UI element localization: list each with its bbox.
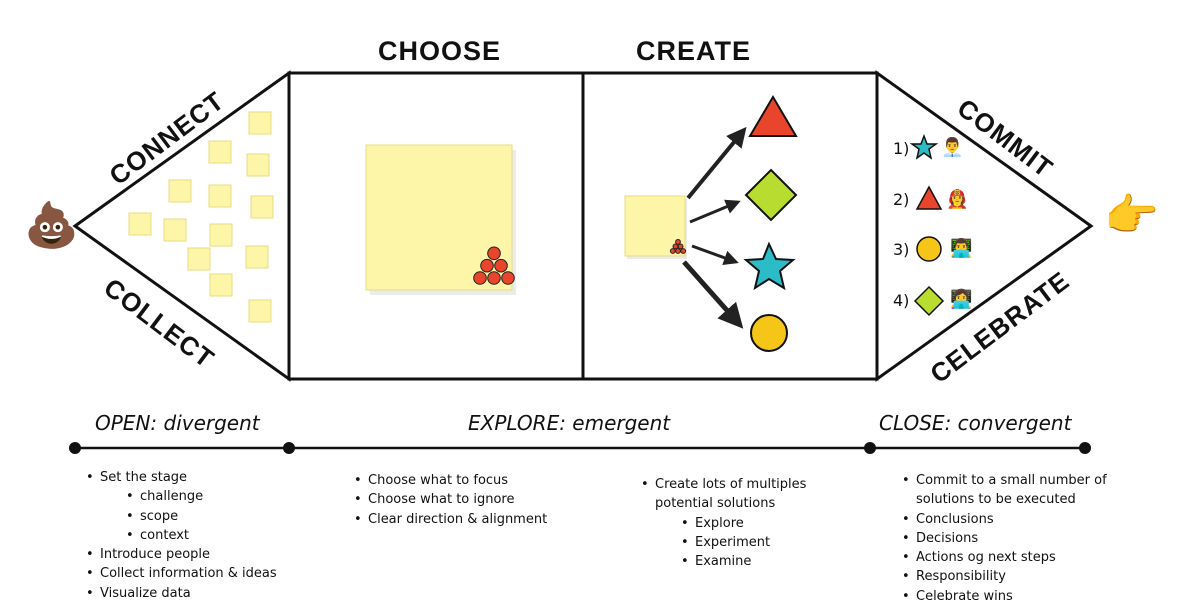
sticky-note	[209, 273, 233, 297]
notes-create-list: Create lots of multiples potential solut…	[639, 475, 845, 571]
red-dot	[487, 271, 501, 285]
red-dot	[675, 248, 681, 254]
red-dot	[675, 238, 681, 245]
red-dot	[480, 258, 494, 273]
phase-label-close: CLOSE: convergent	[879, 411, 1072, 435]
note-sub-item: challenge	[140, 487, 340, 506]
note-sub-item: Explore	[695, 514, 845, 533]
firefighter-emoji: 👩‍🚒	[946, 189, 969, 210]
note-sub-item: context	[140, 526, 340, 545]
sticky-note	[250, 195, 274, 219]
note-item: Celebrate wins	[916, 587, 1116, 606]
sticky-note	[163, 218, 187, 242]
sticky-note	[187, 247, 211, 271]
note-item: Actions og next steps	[916, 548, 1116, 567]
diamond-shape	[744, 168, 798, 222]
notes-close-list: Commit to a small number of solutions to…	[900, 471, 1116, 606]
sticky-note	[209, 223, 233, 247]
timeline-dot-close-start	[864, 442, 876, 454]
sticky-note	[128, 212, 152, 236]
businessman-emoji: 👨‍💼	[941, 137, 964, 158]
dot-pyramid-small	[669, 238, 687, 254]
close-diamond	[875, 70, 1094, 382]
scattered-sticky-notes	[128, 111, 274, 323]
commit-star-icon	[909, 133, 939, 160]
star-shape	[743, 241, 796, 291]
sticky-note	[245, 245, 269, 269]
commit-triangle-icon	[915, 185, 943, 210]
technologist-woman-emoji: 👩‍💻	[950, 289, 973, 310]
red-dot	[677, 243, 684, 250]
triangle-shape	[748, 95, 798, 137]
note-sub-item: scope	[140, 507, 340, 526]
stage-title-create: CREATE	[636, 36, 752, 66]
dot-pyramid-large	[473, 246, 515, 285]
timeline-dot-open-end	[283, 442, 295, 454]
red-dot	[487, 246, 501, 261]
note-sub-item: Experiment	[695, 533, 845, 552]
sticky-note	[168, 179, 192, 203]
commit-circle-icon	[916, 236, 942, 262]
commit-item-2-number: 2)	[893, 190, 910, 209]
arrow-to-star	[691, 244, 739, 265]
pointing-hand-emoji: 👉	[1104, 190, 1159, 241]
timeline-dot-start	[69, 442, 81, 454]
sticky-note	[208, 140, 232, 164]
note-item: Set the stagechallengescopecontext	[100, 468, 340, 545]
timeline-dot-end	[1079, 442, 1091, 454]
arrow-to-diamond	[689, 199, 741, 224]
red-dot	[494, 258, 508, 273]
note-item: Create lots of multiples potential solut…	[655, 475, 845, 571]
note-item: Choose what to ignore	[368, 490, 608, 509]
note-item: Clear direction & alignment	[368, 510, 608, 529]
note-item: Conclusions	[916, 510, 1116, 529]
note-item: Responsibility	[916, 567, 1116, 586]
note-sub-item: Examine	[695, 552, 845, 571]
sticky-note	[246, 153, 270, 177]
arrow-to-triangle	[686, 126, 747, 200]
red-dot	[473, 271, 487, 285]
note-item: Commit to a small number of solutions to…	[916, 471, 1116, 510]
small-sticky-note	[624, 195, 687, 259]
note-item: Collect information & ideas	[100, 564, 340, 583]
note-item: Choose what to focus	[368, 471, 608, 490]
sticky-note	[208, 184, 232, 208]
note-item: Visualize data	[100, 584, 340, 603]
notes-open-list: Set the stagechallengescopecontextIntrod…	[84, 468, 340, 603]
red-dot	[669, 248, 676, 254]
note-item: Introduce people	[100, 545, 340, 564]
red-dot	[501, 271, 515, 285]
phase-label-explore: EXPLORE: emergent	[468, 411, 671, 435]
poop-emoji: 💩	[24, 200, 79, 251]
phase-label-open: OPEN: divergent	[95, 411, 260, 435]
sticky-note	[248, 299, 272, 323]
note-item: Decisions	[916, 529, 1116, 548]
commit-item-3-number: 3)	[893, 240, 910, 259]
commit-item-4-number: 4)	[893, 291, 910, 310]
stage-title-choose: CHOOSE	[378, 36, 502, 66]
notes-explore-list: Choose what to focusChoose what to ignor…	[352, 471, 608, 529]
circle-shape	[750, 314, 788, 352]
sticky-note	[248, 111, 272, 135]
commit-diamond-icon	[913, 285, 945, 317]
arrow-to-circle	[682, 260, 744, 329]
red-dot	[680, 248, 687, 254]
technologist-man-emoji: 👨‍💻	[950, 238, 973, 259]
commit-item-1-number: 1)	[893, 139, 910, 158]
red-dot	[672, 243, 679, 250]
